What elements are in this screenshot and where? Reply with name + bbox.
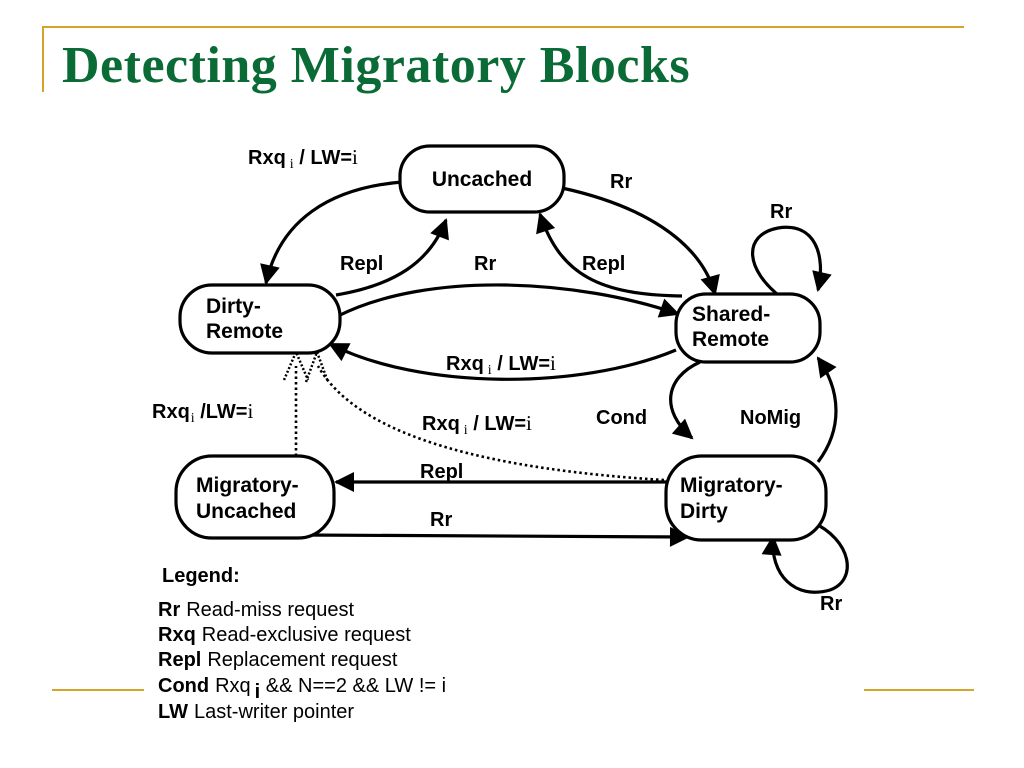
edge-migratory-dirty-self-loop [761,520,849,594]
edge-migratory-dirty-to-dirty-remote [316,365,665,482]
edge-shared-remote-to-migratory-dirty [669,360,701,440]
state-label-line2: Dirty [680,500,728,523]
state-shared-remote: Shared- Remote [674,292,822,364]
label-dirty-to-uncached: Repl [340,253,383,275]
state-label-line1: Migratory- [196,474,299,497]
legend-title: Legend: [162,565,240,587]
label-uncached-to-shared: Rr [610,171,632,193]
state-label: Uncached [432,168,532,191]
state-label-line1: Shared- [692,303,770,326]
label-shared-to-uncached: Repl [582,253,625,275]
label-migdirty-to-migunc: Repl [420,461,463,483]
edge-dirty-remote-to-uncached [335,218,449,297]
edge-migratory-uncached-to-migratory-dirty [301,526,690,547]
edge-dirty-remote-to-shared-remote [337,283,680,318]
state-migratory-uncached: Migratory- Uncached [174,454,336,540]
edge-uncached-to-shared-remote [561,186,720,296]
left-accent-line [42,26,44,92]
state-label-line2: Remote [206,320,283,343]
label-migdirty-to-shared: NoMig [740,407,801,429]
bottom-right-accent-line [864,689,974,691]
slide-title: Detecting Migratory Blocks [62,37,691,94]
state-uncached: Uncached [398,144,566,214]
state-migratory-dirty: Migratory- Dirty [664,454,828,542]
label-dirty-to-shared: Rr [474,253,496,275]
dotted-arrowheads [282,348,330,383]
edge-migratory-dirty-to-shared-remote [816,356,838,463]
state-label-line2: Uncached [196,500,296,523]
label-migdirty-self: Rr [820,593,842,615]
state-label-line1: Dirty- [206,295,261,318]
bottom-left-accent-line [52,689,144,691]
label-shared-self: Rr [770,201,792,223]
state-dirty-remote: Dirty- Remote [178,283,342,355]
label-migunc-to-dirty: Rxqi /LW=i [152,399,253,426]
top-accent-line [42,26,964,28]
edge-shared-remote-to-dirty-remote [328,342,677,381]
edge-shared-remote-self-loop [751,225,832,300]
state-label-line2: Remote [692,328,769,351]
label-shared-to-migdirty: Cond [596,407,647,429]
label-migunc-to-migdirty: Rr [430,509,452,531]
state-label-line1: Migratory- [680,474,783,497]
edge-uncached-to-dirty-remote [260,180,403,285]
edge-shared-remote-to-uncached [536,212,683,298]
